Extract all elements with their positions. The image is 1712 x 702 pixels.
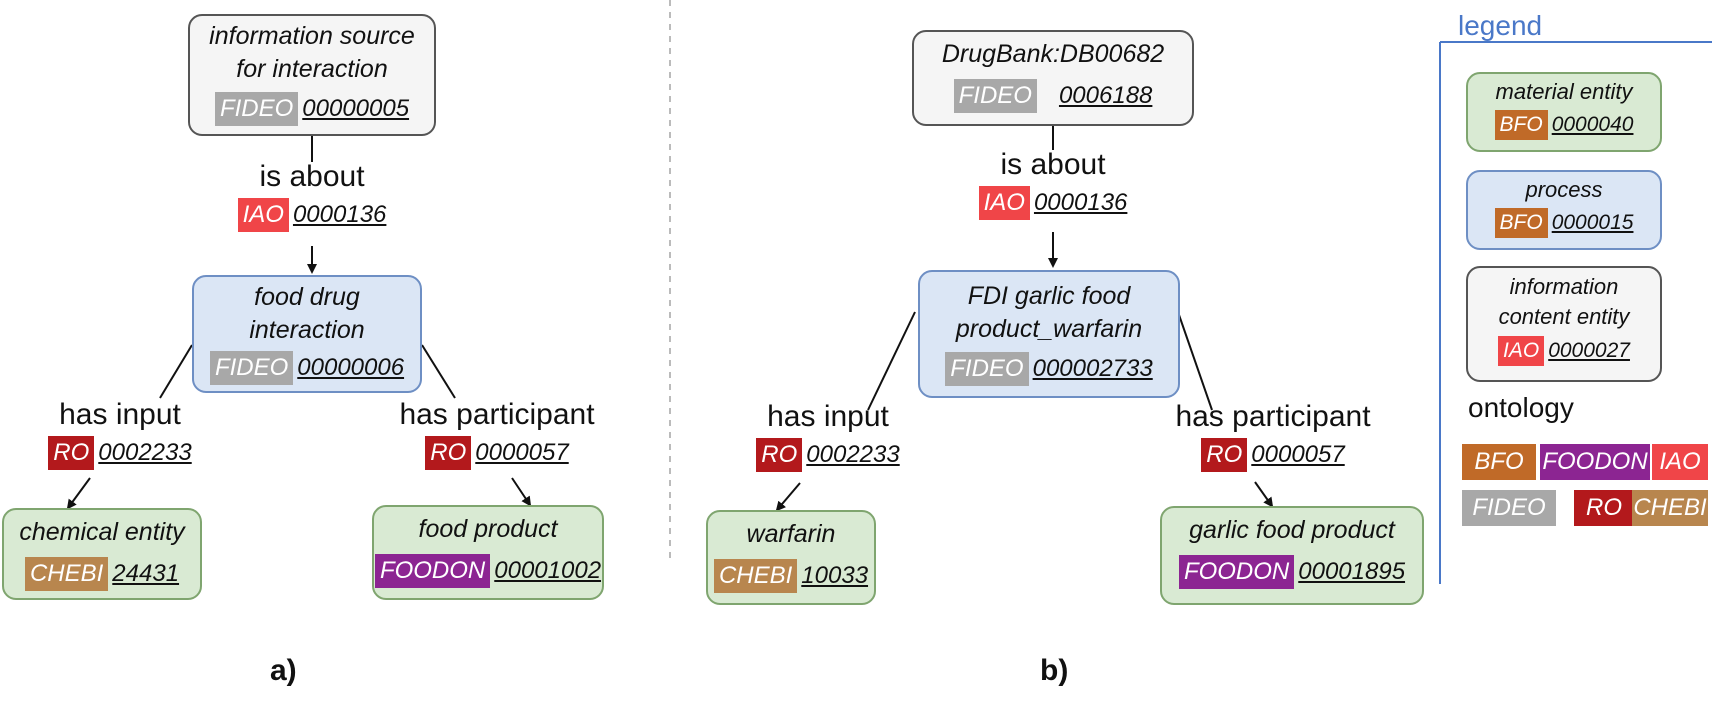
legend-ontology-iao: IAO [1652, 444, 1708, 480]
b-has-participant-label: has participant [1175, 400, 1371, 433]
a-source-title-1: information source [209, 22, 415, 50]
a-has-input-prefix: RO [48, 436, 95, 470]
b-interaction-prefix: FIDEO [945, 352, 1029, 386]
a-chemical-title: chemical entity [19, 518, 185, 546]
b-food-title: garlic food product [1189, 516, 1395, 544]
b-interaction-title-1: FDI garlic food [967, 282, 1131, 310]
legend-process-prefix: BFO [1494, 208, 1548, 238]
a-has-participant-prefix: RO [425, 436, 472, 470]
legend-process-title: process [1525, 177, 1603, 202]
a-has-input-arrow [66, 477, 91, 510]
a-interaction-code: 00000006 [297, 354, 405, 381]
a-interaction-title-1: food drug [254, 283, 360, 311]
legend-ice-title-2: content entity [1498, 304, 1630, 329]
a-food-prefix: FOODON [374, 554, 491, 588]
b-source-code: 0006188 [1058, 82, 1153, 109]
legend-material-prefix: BFO [1494, 110, 1548, 140]
a-has-input-line [159, 344, 193, 399]
b-is-about-label: is about [1000, 148, 1106, 181]
a-food-code: 00001002 [494, 557, 602, 584]
a-source-title-2: for interaction [236, 55, 388, 83]
legend-title: legend [1458, 10, 1543, 41]
legend-ice-prefix: IAO [1498, 336, 1545, 366]
legend-process-code: 0000015 [1551, 211, 1634, 234]
a-source-prefix: FIDEO [214, 92, 299, 126]
a-is-about-code: 0000136 [292, 201, 387, 228]
b-food-prefix: FOODON [1178, 555, 1295, 589]
legend-ice-title-1: information [1509, 274, 1619, 299]
b-has-input-arrow [775, 482, 801, 512]
legend-ontology-ro: RO [1574, 490, 1634, 526]
a-source-code: 00000005 [302, 95, 410, 122]
b-drugbank-node: DrugBank:DB00682 FIDEO 0006188 [912, 30, 1194, 126]
a-chemical-code: 24431 [112, 560, 180, 587]
b-has-participant-arrow [1254, 481, 1274, 508]
a-is-about-label: is about [259, 160, 365, 193]
b-food-code: 00001895 [1298, 558, 1406, 585]
a-information-source-node: information source for interaction FIDEO… [188, 14, 436, 136]
b-has-participant-line [1177, 311, 1213, 411]
a-has-participant-label: has participant [399, 398, 595, 431]
b-has-input-line [867, 311, 916, 411]
b-has-participant-code: 0000057 [1251, 441, 1345, 468]
b-drug-title: warfarin [746, 520, 836, 548]
legend-ontology-foodon: FOODON [1540, 444, 1650, 480]
legend-ice-code: 0000027 [1548, 339, 1630, 362]
b-source-title: DrugBank:DB00682 [941, 40, 1165, 68]
b-has-input-prefix: RO [756, 438, 803, 472]
b-is-about-code: 0000136 [1033, 189, 1128, 216]
a-food-title: food product [418, 515, 558, 543]
b-has-participant-prefix: RO [1201, 438, 1248, 472]
a-is-about-prefix: IAO [237, 198, 289, 232]
a-has-participant-line [421, 344, 456, 399]
panel-b-label: b) [1040, 654, 1069, 687]
legend-ontology-bfo: BFO [1462, 444, 1536, 480]
b-drug-prefix: CHEBI [713, 559, 798, 593]
legend-material-code: 0000040 [1551, 113, 1634, 136]
a-chemical-prefix: CHEBI [24, 557, 109, 591]
a-has-input-code: 0002233 [98, 439, 192, 466]
b-drug-code: 10033 [801, 562, 869, 589]
legend-ontology-chebi: CHEBI [1632, 490, 1708, 526]
b-interaction-title-2: product_warfarin [955, 315, 1143, 343]
b-has-input-label: has input [767, 400, 889, 433]
a-has-participant-code: 0000057 [475, 439, 569, 466]
a-interaction-prefix: FIDEO [209, 351, 294, 385]
panel-a-label: a) [270, 654, 297, 687]
b-is-about-prefix: IAO [978, 186, 1030, 220]
b-source-prefix: FIDEO [953, 79, 1037, 113]
a-interaction-title-2: interaction [249, 316, 365, 344]
a-has-participant-arrow [511, 477, 532, 507]
b-has-input-code: 0002233 [806, 441, 900, 468]
a-has-input-label: has input [59, 398, 181, 431]
legend-ontology-fideo: FIDEO [1462, 490, 1556, 526]
legend-ontology-label: ontology [1468, 392, 1574, 423]
legend-material-title: material entity [1495, 79, 1633, 104]
b-interaction-code: 000002733 [1032, 355, 1153, 382]
